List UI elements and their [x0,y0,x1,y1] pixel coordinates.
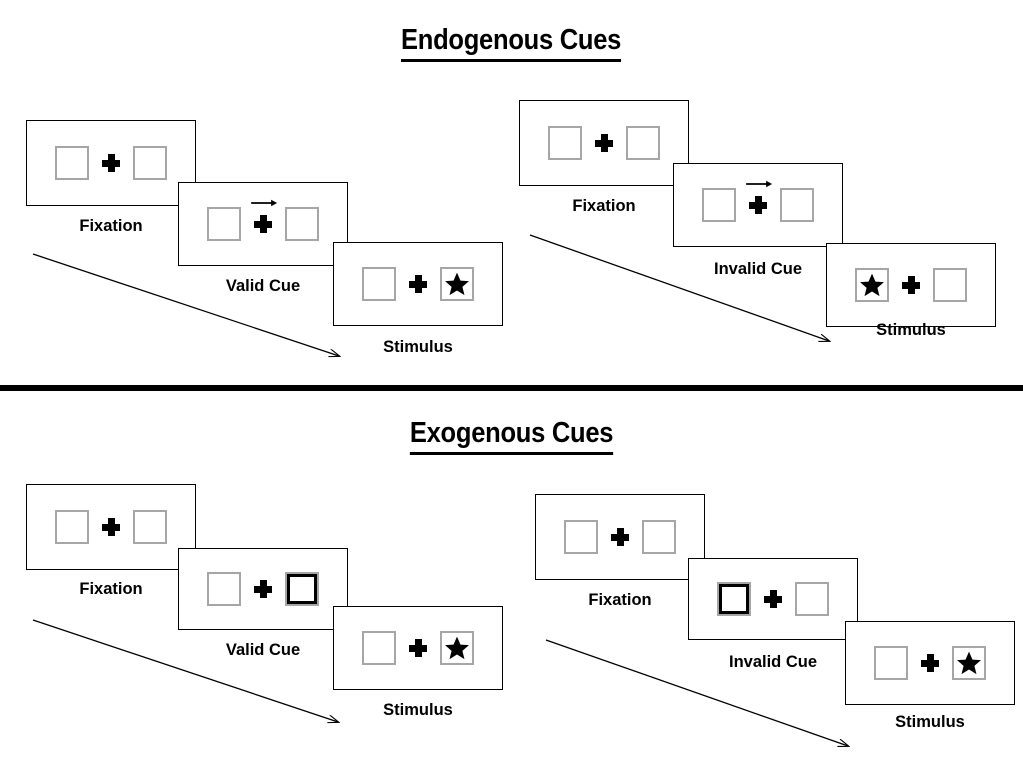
left-box [55,146,89,180]
fixation-cross-icon [251,199,278,235]
time-flow-arrow-icon [32,253,339,356]
panel-endogenous-valid-cue [178,182,348,266]
panel-exogenous-invalid-fixation [535,494,705,580]
right-box [285,207,319,241]
star-icon [444,271,470,297]
fixation-cross-icon [101,152,121,174]
left-box [874,646,908,680]
panel-label-exogenous-invalid-cue: Invalid Cue [728,653,818,671]
right-box [440,631,474,665]
panel-label-exogenous-invalid-stimulus: Stimulus [895,713,965,731]
left-box [362,631,396,665]
fixation-cross-icon [594,132,614,154]
panel-endogenous-invalid-cue [673,163,843,247]
panel-label-endogenous-invalid-cue: Invalid Cue [713,260,803,278]
panel-exogenous-invalid-stimulus [845,621,1015,705]
left-box [548,126,582,160]
fixation-cross-icon [763,588,783,610]
fixation-cross-icon [408,637,428,659]
section-divider [0,385,1023,391]
panel-label-endogenous-valid-fixation: Fixation [79,217,143,235]
fixation-cross-icon [901,274,921,296]
left-box [55,510,89,544]
right-box [795,582,829,616]
panel-label-exogenous-valid-stimulus: Stimulus [383,701,453,719]
panel-label-endogenous-invalid-fixation: Fixation [572,197,636,215]
fixation-cross-icon [253,578,273,600]
fixation-cross-icon [920,652,940,674]
right-box [952,646,986,680]
panel-label-endogenous-valid-cue: Valid Cue [225,277,301,295]
right-box-cued [285,572,319,606]
section-title-exogenous: Exogenous Cues [0,417,1023,455]
right-box [626,126,660,160]
time-flow-arrow-icon [32,619,338,722]
panel-exogenous-invalid-cue [688,558,858,640]
star-icon [444,635,470,661]
left-box [207,207,241,241]
left-box [855,268,889,302]
left-box [362,267,396,301]
panel-exogenous-valid-fixation [26,484,196,570]
right-box [440,267,474,301]
arrow-right-icon [745,179,773,190]
section-title-endogenous: Endogenous Cues [0,24,1023,62]
left-box [207,572,241,606]
panel-endogenous-valid-fixation [26,120,196,206]
panel-endogenous-invalid-fixation [519,100,689,186]
panel-label-exogenous-invalid-fixation: Fixation [588,591,652,609]
panel-label-exogenous-valid-cue: Valid Cue [225,641,301,659]
fixation-cross-icon [101,516,121,538]
right-box [642,520,676,554]
star-icon [859,272,885,298]
panel-label-endogenous-invalid-stimulus: Stimulus [876,321,946,339]
left-box [564,520,598,554]
fixation-cross-icon [610,526,630,548]
panel-label-endogenous-valid-stimulus: Stimulus [383,338,453,356]
panel-exogenous-valid-cue [178,548,348,630]
arrow-right-icon [250,198,278,209]
left-box-cued [717,582,751,616]
panel-exogenous-valid-stimulus [333,606,503,690]
time-flow-arrow-icon [529,234,829,341]
panel-label-exogenous-valid-fixation: Fixation [79,580,143,598]
fixation-cross-icon [408,273,428,295]
right-box [133,146,167,180]
right-box [133,510,167,544]
panel-endogenous-invalid-stimulus [826,243,996,327]
right-box [933,268,967,302]
right-box [780,188,814,222]
section-title-exogenous-text: Exogenous Cues [409,417,613,455]
fixation-cross-icon [746,180,773,216]
panel-endogenous-valid-stimulus [333,242,503,326]
left-box [702,188,736,222]
star-icon [956,650,982,676]
section-title-endogenous-text: Endogenous Cues [401,24,622,62]
